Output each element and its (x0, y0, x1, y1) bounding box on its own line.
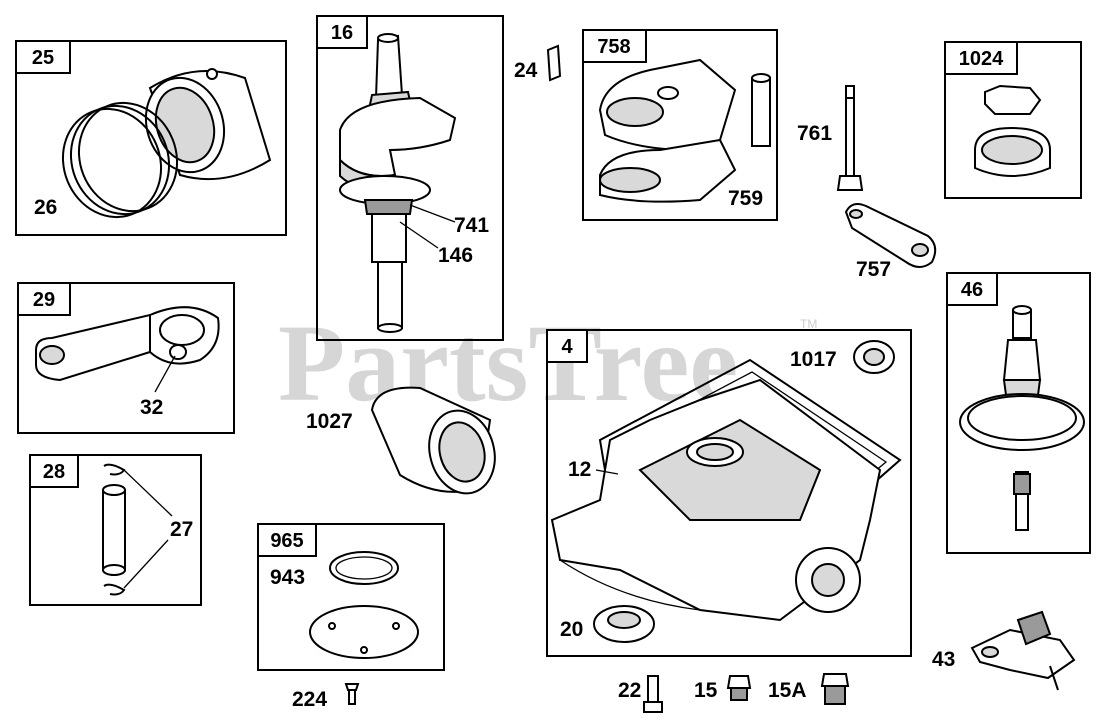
cap-part[interactable] (974, 84, 1051, 177)
group-number: 29 (33, 289, 55, 311)
group-frame (17, 282, 235, 434)
callout-15A: 15A (768, 679, 807, 702)
cover-plate-part[interactable] (309, 605, 419, 659)
watermark-text: PartsTree (278, 302, 738, 424)
callout-741: 741 (454, 214, 489, 237)
group-number-box (944, 41, 1018, 75)
group-number-box (257, 523, 317, 557)
group-frame (29, 454, 202, 606)
group-number: 16 (331, 22, 353, 44)
watermark-trademark: TM (800, 317, 817, 331)
callout-759: 759 (728, 187, 763, 210)
group-number-box (582, 29, 647, 63)
callout-26: 26 (34, 196, 57, 219)
part-15A[interactable]: 15A (768, 673, 850, 705)
group-1024[interactable]: 1024 (944, 41, 1082, 199)
group-29[interactable]: 29 32 (17, 282, 235, 434)
part-224[interactable]: 224 (292, 683, 360, 711)
group-965[interactable]: 965 943 (257, 523, 445, 671)
group-number-box (15, 40, 71, 74)
retaining-clip-lower-part[interactable] (103, 583, 126, 596)
callout-757: 757 (856, 258, 891, 281)
callout-761: 761 (797, 122, 832, 145)
group-frame (582, 29, 778, 221)
group-frame (257, 523, 445, 671)
group-number: 28 (43, 461, 65, 483)
connecting-rod-part[interactable] (35, 306, 220, 382)
callout-20: 20 (560, 618, 583, 641)
group-frame (15, 40, 287, 236)
callout-43: 43 (932, 648, 955, 671)
sleeve-759-part[interactable] (751, 73, 771, 147)
callout-1027: 1027 (306, 410, 353, 433)
group-number-box (946, 272, 998, 306)
group-number-box (29, 454, 79, 488)
oil-seal-1017-part[interactable] (853, 340, 895, 374)
group-number: 758 (597, 36, 630, 58)
group-number: 1024 (959, 48, 1004, 70)
group-number-box (316, 15, 368, 49)
part-1027[interactable]: 1027 (306, 386, 504, 501)
group-28[interactable]: 28 27 (29, 454, 202, 606)
callout-15: 15 (694, 679, 718, 702)
group-number-box (546, 329, 588, 363)
callout-12: 12 (568, 458, 591, 481)
callout-1017: 1017 (790, 348, 837, 371)
piston-pin-part[interactable] (102, 484, 126, 576)
part-761[interactable]: 761 (797, 85, 864, 191)
crankshaft-part[interactable] (339, 33, 457, 333)
bracket-part[interactable] (598, 58, 737, 203)
o-ring-part[interactable] (329, 551, 399, 585)
group-frame (546, 329, 912, 657)
callout-22: 22 (618, 679, 641, 702)
group-4[interactable]: 4 1017 12 20 (546, 329, 912, 657)
piston-part[interactable] (134, 68, 272, 183)
group-frame (316, 15, 504, 341)
part-22[interactable]: 22 (618, 675, 663, 713)
group-frame (946, 272, 1091, 554)
group-758[interactable]: 758 759 (582, 29, 778, 221)
camshaft-part[interactable] (959, 305, 1085, 531)
callout-943: 943 (270, 566, 305, 589)
part-43[interactable]: 43 (932, 610, 1076, 691)
part-15[interactable]: 15 (694, 675, 752, 702)
callout-224: 224 (292, 688, 327, 711)
group-16[interactable]: 16 741 146 (316, 15, 504, 341)
group-46[interactable]: 46 (946, 272, 1091, 554)
group-number: 25 (32, 47, 54, 69)
group-25[interactable]: 25 26 (15, 40, 287, 236)
part-24[interactable]: 24 (514, 44, 562, 82)
piston-rings-part[interactable] (47, 88, 193, 232)
oil-seal-20-part[interactable] (593, 605, 655, 643)
callout-32: 32 (140, 396, 163, 419)
group-number: 965 (270, 530, 303, 552)
group-number: 4 (561, 336, 573, 358)
part-757[interactable]: 757 (844, 203, 937, 281)
sump-part[interactable] (550, 378, 882, 622)
retaining-clip-upper-part[interactable] (103, 463, 126, 476)
callout-146: 146 (438, 244, 473, 267)
callout-27: 27 (170, 518, 193, 541)
group-number: 46 (961, 279, 983, 301)
callout-24: 24 (514, 59, 538, 82)
group-number-box (17, 282, 71, 316)
